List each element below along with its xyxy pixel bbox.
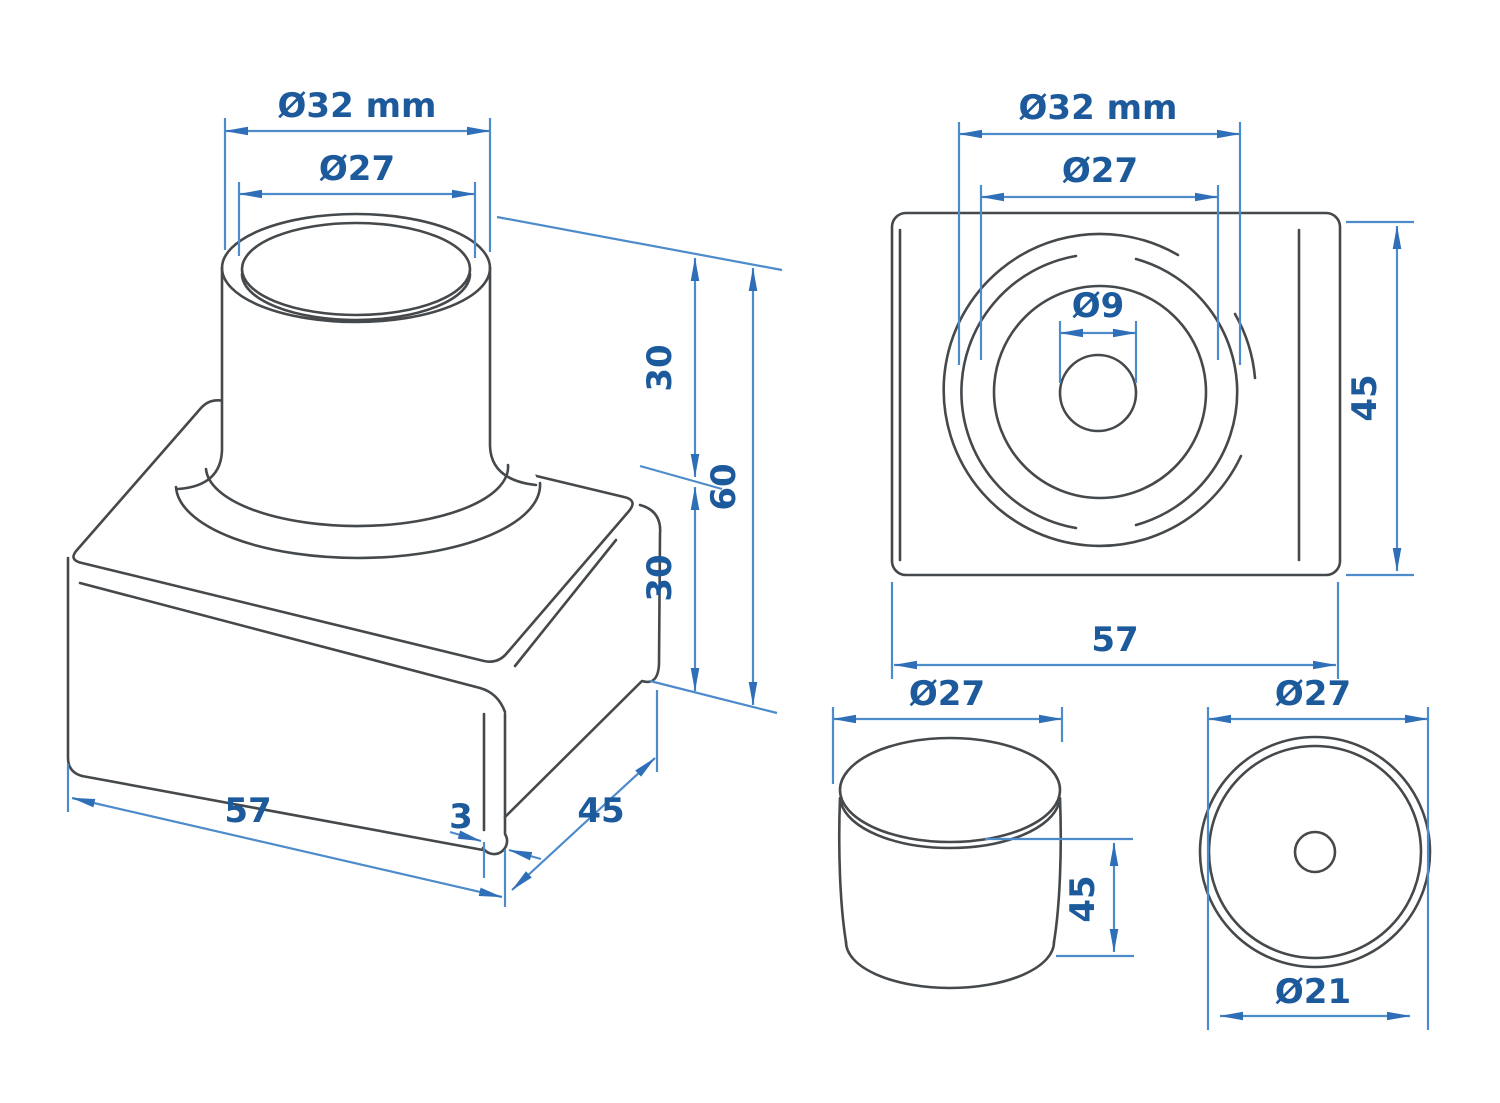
- top-l57-label: 57: [1091, 620, 1138, 660]
- iso-h30-top-label: 30: [640, 344, 680, 391]
- plate-underside-edge: [513, 538, 618, 668]
- cylinder-bore-arc: [240, 272, 472, 322]
- side-h45-label: 45: [1063, 875, 1103, 922]
- iso-h30-bottom-label: 30: [640, 554, 680, 601]
- back-leg-outline: [503, 503, 662, 819]
- iso-t3-label: 3: [449, 797, 473, 837]
- cap-bottom-arc: [844, 940, 1056, 990]
- front-d21-label: Ø21: [1275, 972, 1351, 1012]
- front-bend-line: [78, 581, 507, 714]
- iso-height-ext-mid: [639, 464, 723, 491]
- collar-ring-outer-arc-long: [942, 232, 1243, 548]
- collar-outer-arc: [174, 481, 542, 560]
- top-plate-face: [72, 399, 634, 663]
- iso-l57-label: 57: [224, 791, 271, 831]
- cap-rim-arc: [839, 801, 1061, 850]
- collar-fillet-arc: [204, 463, 510, 528]
- isometric-view: Ø32 mm Ø27 30 30 60 57 3 45: [66, 86, 783, 907]
- iso-l57-dimline: [71, 796, 503, 899]
- iso-d27-label: Ø27: [319, 149, 395, 189]
- cap-outer-circle: [1198, 735, 1432, 969]
- front-leg-bottom-edge: [80, 774, 485, 852]
- collar-ring-outer-arc-short: [1233, 312, 1257, 380]
- collar-ring-mid-arc-right: [1134, 257, 1239, 527]
- collar-fill: [178, 416, 538, 558]
- iso-h60-label: 60: [704, 463, 744, 510]
- top-h45-label: 45: [1345, 374, 1385, 421]
- cylinder-top-outer-rim: [220, 212, 492, 324]
- cap-inner-circle: [1207, 744, 1423, 960]
- iso-height-ext-top: [496, 215, 783, 272]
- cylinder-left-side: [176, 266, 224, 491]
- cap-center-hole: [1293, 830, 1337, 874]
- iso-w45-label: 45: [577, 791, 624, 831]
- cap-right-side: [1052, 796, 1063, 944]
- collar-ring-mid-arc-left: [960, 254, 1078, 530]
- cap-left-side: [837, 796, 848, 944]
- center-hole: [1058, 353, 1138, 433]
- iso-w45-dimline: [511, 757, 656, 891]
- iso-d32-label: Ø32 mm: [278, 86, 437, 126]
- iso-t3-arrow-left: [449, 830, 482, 843]
- cap-top-ellipse: [838, 736, 1062, 844]
- front-leg-left-edge: [66, 556, 84, 778]
- front-leg-tip-outer: [481, 712, 509, 856]
- side-d27-label: Ø27: [909, 674, 985, 714]
- top-view: Ø32 mm Ø27 Ø9 45 57: [890, 88, 1414, 679]
- cap-front-view: Ø27 Ø21: [1198, 674, 1432, 1030]
- cylinder-right-side: [488, 266, 538, 487]
- top-d9-label: Ø9: [1072, 286, 1125, 326]
- iso-t3-arrow-right: [508, 848, 542, 861]
- plate-outline: [890, 211, 1342, 577]
- top-d27-label: Ø27: [1062, 151, 1138, 191]
- cap-side-view: Ø27 45: [831, 674, 1134, 990]
- socket-circle: [992, 284, 1208, 500]
- top-d32-label: Ø32 mm: [1019, 88, 1178, 128]
- iso-height-ext-bottom: [649, 679, 778, 715]
- front-d27-label: Ø27: [1275, 674, 1351, 714]
- cylinder-top-inner-rim: [240, 221, 472, 317]
